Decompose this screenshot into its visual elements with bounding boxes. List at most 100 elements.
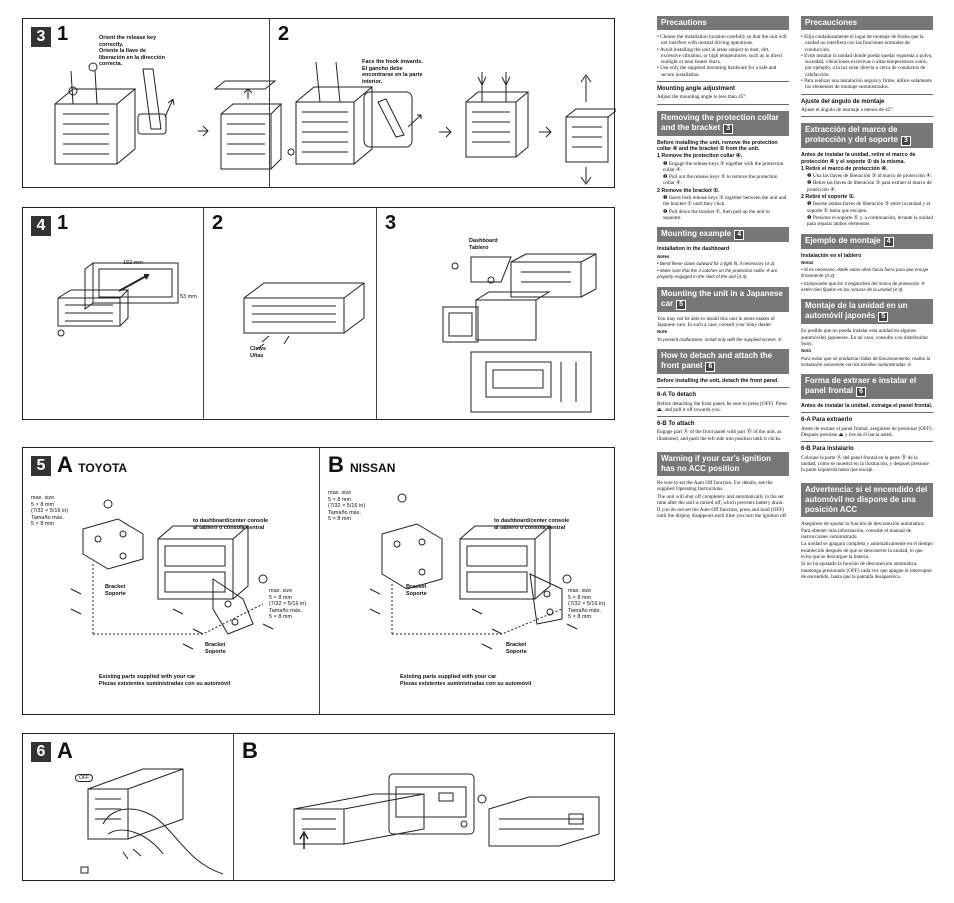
angle-text: Adjust the mounting angle to less than 4… <box>657 94 747 101</box>
mounting-notes-label: Notes <box>657 253 670 259</box>
japanese-car-text: You may not be able to install this unit… <box>657 315 775 329</box>
mounting-note-1-es: • Si es necesario, doble estas uñas haci… <box>801 267 929 279</box>
detach-b-text: Engage part Ⓐ of the front panel with pa… <box>657 429 782 442</box>
brand-toyota: TOYOTA <box>78 461 128 475</box>
subsection-a-label: A TOYOTA <box>57 452 128 477</box>
section-3-step-2: 2 Face the hook inwards.El gancho debe e… <box>269 19 616 187</box>
detach-b-heading: 6-B To attach <box>657 421 695 428</box>
callout-release-key: Orient the release key correctly.Oriente… <box>99 35 166 67</box>
step-number: 1 <box>57 23 69 45</box>
detach-a-text-es: Antes de extraer el panel frontal, asegú… <box>801 425 933 438</box>
step-number: 1 <box>57 212 69 234</box>
japanese-car-text-es: Es posible que no pueda instalar esta un… <box>801 328 929 347</box>
dimension-diagram <box>57 262 179 337</box>
remove-step-1a-es: ❶ Una las llaves de liberación ③ al marc… <box>807 173 933 180</box>
precautions-heading: Precautions <box>657 16 789 30</box>
section-number: 6 <box>31 742 51 762</box>
remove-step-2b-es: ❷ Presione el soporte ① y, a continuació… <box>807 214 933 228</box>
remove-step-1a: ❶ Engage the release keys ③ together wit… <box>663 160 784 173</box>
detach-a-text: Before detaching the front panel, be sur… <box>657 400 787 413</box>
detach-panel-diagram <box>80 768 224 875</box>
mounting-note-2: • Make sure that the 4 catches on the pr… <box>657 268 778 280</box>
detach-b-heading-es: 6-B Para instalarlo <box>801 446 854 453</box>
section-3-panel: 3 1 Orient the release key correctly.Ori… <box>22 18 616 188</box>
detach-heading: How to detach and attach the front panel… <box>657 348 789 374</box>
detach-heading-es: Forma de extraer e instalar el panel fro… <box>801 374 933 400</box>
brand-nissan: NISSAN <box>350 461 396 475</box>
nissan-mount-diagram <box>369 493 578 650</box>
dimension-height: 53 mm <box>180 294 197 300</box>
detach-a-heading: 6-A To detach <box>657 392 697 399</box>
section-ref: 3 <box>900 136 911 147</box>
section-ref: 5 <box>878 312 889 323</box>
precauciones-heading: Precauciones <box>801 16 933 30</box>
subsection-b-label: B NISSAN <box>328 452 396 477</box>
detach-a-heading-es: 6-A Para extraerlo <box>801 417 853 424</box>
remove-heading-es: Extracción del marco de protección y del… <box>801 123 933 149</box>
remove-step-2a: ❶ Insert both release keys ③ together be… <box>663 195 787 208</box>
japanese-note-es: Para evitar que se produzcan fallas de f… <box>801 355 931 367</box>
precauciones-list: • Elija cuidadosamente el lugar de monta… <box>801 34 933 91</box>
acc-heading: Warning if your car's ignition has no AC… <box>657 451 789 476</box>
acc-text-2: The unit will shut off completely and au… <box>657 493 784 506</box>
detach-b-text-es: Coloque la parte Ⓐ del panel frontal en … <box>801 454 929 474</box>
step-number: 2 <box>212 212 224 234</box>
acc-text-1-es: Asegúrese de ajustar la función de desco… <box>801 521 925 541</box>
remove-step-1b: ❷ Pull out the release keys ③ to remove … <box>663 174 778 187</box>
release-key-diagram <box>54 62 283 170</box>
list-item: • Use only the supplied mounting hardwar… <box>657 65 777 78</box>
list-item: • Avoid installing the unit in areas sub… <box>657 46 783 66</box>
mounting-note-1: • Bend these claws outward for a tight f… <box>657 260 776 266</box>
list-item: • Elija cuidadosamente el lugar de monta… <box>801 34 924 53</box>
spanish-column: Precauciones • Elija cuidadosamente el l… <box>801 14 933 581</box>
section-number: 4 <box>31 216 51 236</box>
section-6-panel: 6 A OFF B <box>22 733 615 881</box>
remove-step-2: 2 Remove the bracket ①. <box>657 187 720 194</box>
section-ref: 6 <box>856 387 867 398</box>
remove-step-1b-es: ❷ Retire las llaves de liberación ③ para… <box>807 180 932 193</box>
divider <box>801 116 933 118</box>
remove-step-1: 1 Remove the protection collar ④. <box>657 153 743 160</box>
list-item: • Choose the installation location caref… <box>657 34 787 47</box>
section-ref: 6 <box>705 361 716 372</box>
divider <box>657 81 789 83</box>
acc-text-3: If you do not set the Auto Off function,… <box>657 507 788 520</box>
remove-step-2-es: 2 Retire el soporte ①. <box>801 194 855 201</box>
english-column: Precautions • Choose the installation lo… <box>657 14 789 521</box>
angle-heading: Mounting angle adjustment <box>657 86 735 93</box>
japanese-note: To prevent malfunction, install only wit… <box>657 336 783 342</box>
japanese-note-label-es: Nota <box>801 348 811 354</box>
remove-intro: Before installing the unit, remove the p… <box>657 139 778 152</box>
section-ref: 3 <box>723 123 734 134</box>
section-6-b: B <box>233 734 616 880</box>
toyota-mount-diagram <box>70 499 274 650</box>
remove-step-2a-es: ❶ Inserte ambas llaves de liberación ③ e… <box>807 201 931 214</box>
mounting-notes-label-es: Notas <box>801 259 814 265</box>
subsection-a-label: A <box>57 738 73 763</box>
section-number: 5 <box>31 456 51 476</box>
callout-hook: Face the hook inwards.El gancho debe enc… <box>362 59 423 85</box>
remove-step-1-es: 1 Retire el marco de protección ④. <box>801 165 888 172</box>
angle-text-es: Ajuste el ángulo de montaje a menos de 4… <box>801 106 894 113</box>
mounting-sub: Installation in the dashboard <box>657 246 730 253</box>
off-button-label: OFF <box>75 774 93 782</box>
angle-heading-es: Ajuste del ángulo de montaje <box>801 98 885 105</box>
acc-heading-es: Advertencia: si el encendido del automóv… <box>801 483 933 518</box>
